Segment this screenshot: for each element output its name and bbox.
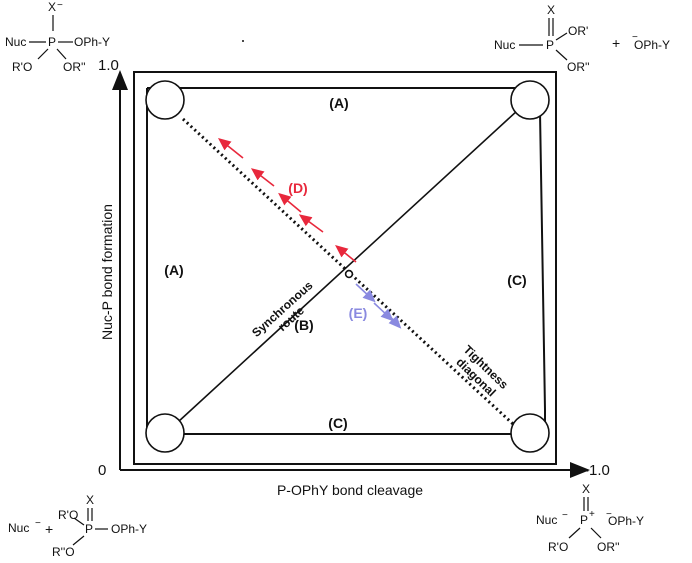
d-label: (D) xyxy=(288,180,307,196)
tr-nuc: Nuc xyxy=(494,38,515,52)
tr-x: X xyxy=(547,3,555,17)
bl-plus: + xyxy=(45,521,53,537)
tl-charge: − xyxy=(57,0,63,11)
d-arrow xyxy=(335,244,357,263)
tightness-diagonal-label: Tightness diagonal xyxy=(453,342,511,399)
tr-plus: + xyxy=(612,35,620,51)
x-axis-max-label: -1.0 xyxy=(584,462,610,479)
br-oph: OPh-Y xyxy=(608,514,644,528)
bl-nuc: Nuc xyxy=(8,521,29,535)
region-label-center: (B) xyxy=(294,317,313,333)
corner-circle-top-left xyxy=(145,80,185,120)
bl-rro: R''O xyxy=(52,545,75,559)
tl-ro: R'O xyxy=(12,60,32,74)
br-minus2: − xyxy=(606,509,612,520)
tr-oph: OPh-Y xyxy=(634,38,670,52)
d-arrow xyxy=(218,138,244,159)
br-p: P xyxy=(580,513,588,527)
tr-or1: OR' xyxy=(568,24,588,38)
e-arrow xyxy=(385,311,402,329)
corner-circle-top-right xyxy=(510,80,550,120)
bl-minus: − xyxy=(35,518,41,529)
tl-nuc: Nuc xyxy=(5,35,26,49)
tl-p: P xyxy=(48,35,56,49)
origin-label: 0 xyxy=(98,462,106,479)
d-arrow xyxy=(278,192,302,213)
br-nuc: Nuc xyxy=(536,513,557,527)
bl-p: P xyxy=(85,522,93,536)
stray-dot xyxy=(242,40,244,42)
tl-x: X xyxy=(48,0,56,14)
region-label-bottom: (C) xyxy=(328,415,347,431)
tr-or2: OR'' xyxy=(567,60,590,74)
structure-bottom-left: Nuc − + X R'O P OPh-Y R''O xyxy=(8,493,147,559)
br-x: X xyxy=(582,482,590,496)
br-ro: R'O xyxy=(548,540,568,554)
e-arrow xyxy=(355,283,376,303)
x-axis-label: P-OPhY bond cleavage xyxy=(277,482,423,498)
y-axis-max-label: 1.0 xyxy=(98,57,119,74)
synchronous-route-label: Synchronous route xyxy=(249,278,316,340)
transition-state-marker xyxy=(344,269,354,279)
br-orr: OR'' xyxy=(597,540,620,554)
tr-minus: − xyxy=(632,32,638,43)
bl-ro: R'O xyxy=(58,508,78,522)
tl-orr: OR'' xyxy=(63,60,86,74)
region-label-right: (C) xyxy=(507,272,526,288)
y-axis-label: Nuc-P bond formation xyxy=(99,204,115,340)
structure-bottom-right: X Nuc − P + − OPh-Y R'O OR'' xyxy=(536,482,644,554)
bl-oph: OPh-Y xyxy=(111,522,147,536)
e-label: (E) xyxy=(349,305,368,321)
structure-top-right: X Nuc P OR' OR'' + − OPh-Y xyxy=(494,3,670,74)
tr-p: P xyxy=(546,38,554,52)
outer-frame xyxy=(133,71,557,465)
tl-oph: OPh-Y xyxy=(74,35,110,49)
inner-frame xyxy=(146,87,546,435)
corner-circle-bottom-right xyxy=(510,413,550,453)
br-minus1: − xyxy=(562,510,568,521)
region-label-left: (A) xyxy=(164,262,183,278)
bl-x: X xyxy=(86,493,94,507)
d-arrow xyxy=(298,214,324,233)
d-arrow xyxy=(250,168,275,187)
e-arrow xyxy=(373,302,394,322)
structure-top-left: X − Nuc P OPh-Y R'O OR'' xyxy=(5,0,110,74)
region-label-top: (A) xyxy=(329,95,348,111)
br-pplus: + xyxy=(589,509,595,520)
synchronous-route-line xyxy=(177,109,519,423)
corner-circle-bottom-left xyxy=(145,413,185,453)
